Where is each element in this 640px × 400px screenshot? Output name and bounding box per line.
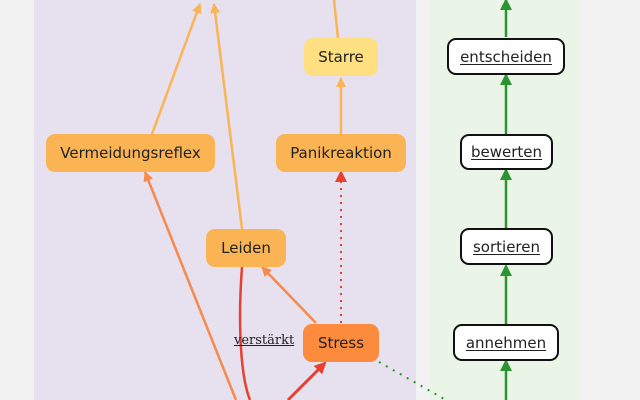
step-bewerten[interactable]: bewerten [460,134,553,170]
node-stress: Stress [303,324,379,362]
edge-vermeidungsreflex-up [150,3,202,135]
edge-stress-to-leiden [261,266,317,324]
step-entscheiden[interactable]: entscheiden [447,38,565,75]
node-panikreaktion: Panikreaktion [276,134,406,172]
edge-starre-up [332,0,340,39]
node-vermeidungsreflex: Vermeidungsreflex [46,134,215,172]
edge-leiden-down [238,266,252,400]
node-leiden: Leiden [206,229,286,267]
step-sortieren[interactable]: sortieren [460,228,553,265]
edge-bottom-to-vermeidungsreflex [143,171,238,400]
edge-leiden-up [210,3,244,230]
node-starre: Starre [304,38,378,76]
edge-label-verstaerkt: verstärkt [234,333,295,348]
edge-bottom-to-stress [286,361,327,400]
step-annehmen[interactable]: annehmen [453,324,559,361]
